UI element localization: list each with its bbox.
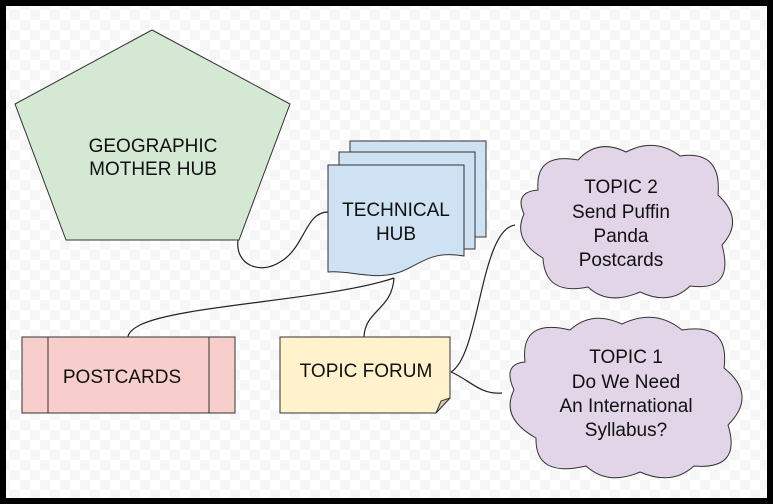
technical-hub-label-line2: HUB [376, 224, 416, 245]
topic2-label-line3: Panda [594, 226, 649, 247]
edge-technical-forum[interactable] [363, 277, 395, 338]
topic2-label-line4: Postcards [579, 250, 663, 271]
technical-hub-label-line1: TECHNICAL [342, 200, 450, 221]
postcards-node[interactable]: POSTCARDS [21, 336, 236, 414]
topic1-label-line1: TOPIC 1 [589, 347, 663, 368]
topic-forum-node[interactable]: TOPIC FORUM [279, 336, 451, 414]
topic2-label-line1: TOPIC 2 [584, 177, 658, 198]
topic-forum-label: TOPIC FORUM [300, 361, 433, 382]
edge-forum-topic1[interactable] [450, 371, 503, 394]
geographic-mother-hub-node[interactable]: GEOGRAPHIC MOTHER HUB [14, 29, 291, 241]
edge-geographic-technical[interactable] [237, 211, 329, 269]
topic1-cloud-node[interactable]: TOPIC 1 Do We Need An International Syll… [509, 316, 743, 479]
edge-forum-topic2[interactable] [450, 224, 516, 373]
edge-technical-postcards[interactable] [127, 277, 395, 338]
topic1-label-line2: Do We Need [572, 372, 680, 393]
topic1-label-line4: Syllabus? [585, 420, 667, 441]
technical-hub-node[interactable]: TECHNICAL HUB [327, 140, 487, 277]
geographic-hub-label-line1: GEOGRAPHIC [89, 136, 218, 157]
topic2-cloud-node[interactable]: TOPIC 2 Send Puffin Panda Postcards [520, 145, 733, 299]
topic2-label-line2: Send Puffin [572, 202, 670, 223]
topic1-label-line3: An International [559, 396, 692, 417]
postcards-label: POSTCARDS [63, 367, 181, 388]
geographic-hub-label-line2: MOTHER HUB [89, 159, 217, 180]
